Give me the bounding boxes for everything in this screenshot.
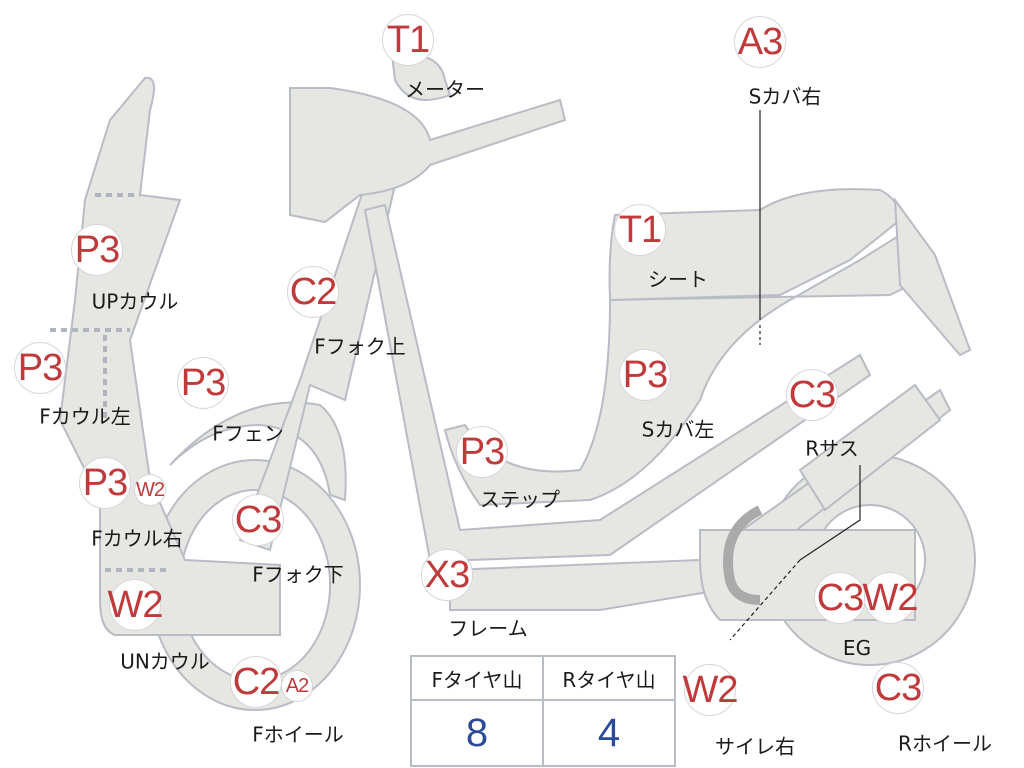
- grade-badge-up-cowl: P3: [71, 224, 123, 276]
- label-rear-sus: Rサス: [805, 436, 859, 461]
- grade-badge-engine-extra: W2: [863, 572, 919, 624]
- label-step: ステップ: [480, 487, 560, 512]
- label-under-cowl: UNカウル: [120, 649, 210, 674]
- label-ffender: Fフェン: [212, 421, 284, 446]
- label-fcowl-left: Fカウル左: [39, 404, 131, 429]
- grade-badge-ffender: P3: [177, 357, 229, 409]
- label-muffler-right: サイレ右: [715, 734, 795, 759]
- rear-shock: [798, 383, 942, 512]
- label-fcowl-right: Fカウル右: [91, 526, 183, 551]
- rear-tire-header: Rタイヤ山: [542, 655, 676, 701]
- grade-badge-step: P3: [456, 426, 508, 478]
- label-sidecover-left: Sカバ左: [641, 417, 715, 442]
- label-seat: シート: [648, 267, 708, 292]
- grade-badge-under-cowl: W2: [108, 579, 164, 631]
- label-front-wheel: Fホイール: [252, 722, 344, 747]
- muffler-pipe: [723, 505, 763, 605]
- label-meter: メーター: [405, 77, 485, 102]
- label-sidecover-right: Sカバ右: [748, 84, 822, 109]
- label-up-cowl: UPカウル: [91, 289, 179, 314]
- grade-badge-muffler-right: W2: [683, 664, 739, 716]
- grade-badge-rear-sus: C3: [786, 369, 838, 421]
- handlebar: [289, 87, 567, 224]
- grade-badge-front-wheel: C2: [230, 656, 282, 708]
- label-rear-wheel: Rホイール: [898, 731, 992, 756]
- grade-badge-fcowl-right-extra: W2: [134, 474, 166, 506]
- grade-badge-fork-lower: C3: [232, 494, 284, 546]
- grade-badge-fcowl-right: P3: [79, 457, 131, 509]
- grade-badge-fork-upper: C2: [287, 266, 339, 318]
- grade-badge-engine: C3: [814, 572, 866, 624]
- grade-badge-meter: T1: [382, 14, 434, 66]
- rear-tire-value: 4: [542, 699, 676, 767]
- label-fork-lower: Fフォク下: [252, 562, 344, 587]
- front-fender: [169, 401, 347, 502]
- grade-badge-frame: X3: [421, 549, 473, 601]
- front-tire-value: 8: [410, 699, 544, 767]
- grade-badge-rear-wheel: C3: [872, 662, 924, 714]
- grade-badge-sidecover-right: A3: [734, 16, 786, 68]
- grade-badge-sidecover-left: P3: [619, 349, 671, 401]
- label-engine: EG: [842, 636, 872, 660]
- front-tire-header: Fタイヤ山: [410, 655, 544, 701]
- grade-badge-fcowl-left: P3: [14, 342, 66, 394]
- label-fork-upper: Fフォク上: [314, 334, 406, 359]
- side-cover: [443, 233, 942, 507]
- grade-badge-front-wheel-extra: A2: [281, 670, 313, 702]
- tail: [893, 196, 972, 357]
- rsus-leader: [799, 465, 861, 561]
- tire-tread-table: Fタイヤ山 Rタイヤ山 8 4: [410, 655, 676, 767]
- label-frame: フレーム: [448, 616, 528, 641]
- grade-badge-seat: T1: [614, 204, 666, 256]
